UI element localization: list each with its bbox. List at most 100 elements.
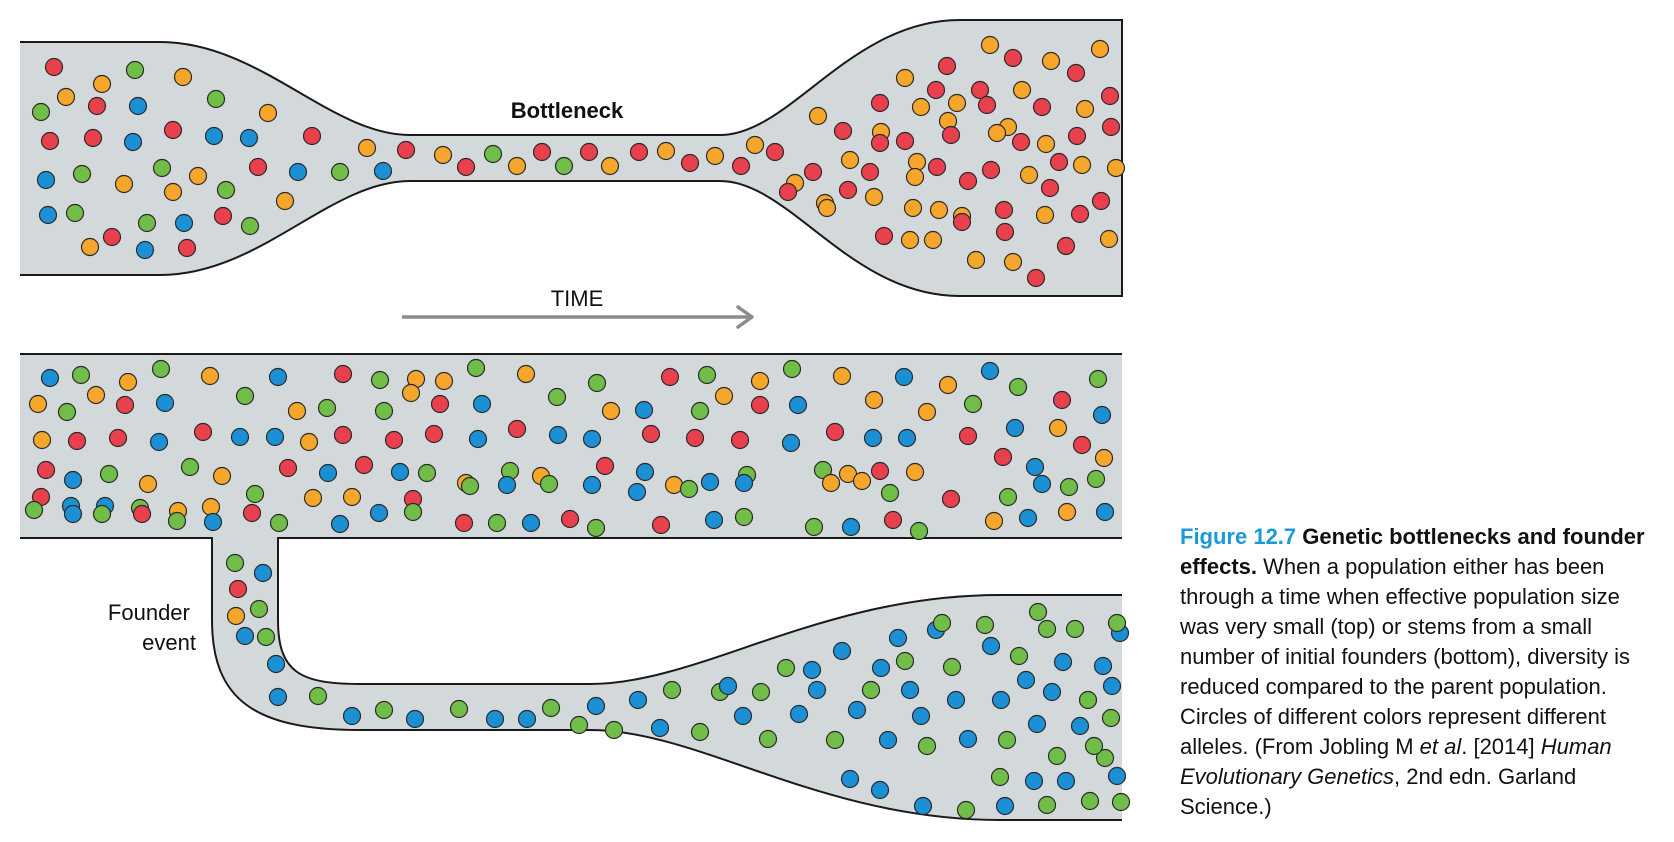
allele-dot bbox=[269, 513, 289, 533]
allele-dot bbox=[213, 206, 233, 226]
allele-dot bbox=[895, 651, 915, 671]
allele-dot bbox=[781, 433, 801, 453]
allele-dot bbox=[138, 474, 158, 494]
allele-dot bbox=[369, 503, 389, 523]
allele-dot bbox=[664, 475, 684, 495]
allele-dot bbox=[163, 182, 183, 202]
allele-dot bbox=[1072, 435, 1092, 455]
allele-dot bbox=[87, 96, 107, 116]
allele-dot bbox=[118, 372, 138, 392]
allele-dot bbox=[226, 606, 246, 626]
figure-number: Figure 12.7 bbox=[1180, 524, 1297, 549]
allele-dot bbox=[235, 386, 255, 406]
allele-dot bbox=[656, 141, 676, 161]
allele-dot bbox=[63, 504, 83, 524]
allele-dot bbox=[80, 237, 100, 257]
allele-dot bbox=[330, 162, 350, 182]
allele-dot bbox=[1042, 682, 1062, 702]
allele-dot bbox=[745, 135, 765, 155]
allele-dot bbox=[92, 74, 112, 94]
allele-dot bbox=[913, 796, 933, 816]
allele-dot bbox=[1027, 714, 1047, 734]
allele-dot bbox=[650, 718, 670, 738]
allele-dot bbox=[946, 690, 966, 710]
allele-dot bbox=[193, 422, 213, 442]
allele-dot bbox=[149, 432, 169, 452]
allele-dot bbox=[1090, 39, 1110, 59]
allele-dot bbox=[541, 698, 561, 718]
allele-dot bbox=[342, 487, 362, 507]
founder-event-label-line1: Founder bbox=[108, 600, 190, 625]
allele-dot bbox=[825, 422, 845, 442]
allele-dot bbox=[888, 628, 908, 648]
allele-dot bbox=[560, 509, 580, 529]
allele-dot bbox=[975, 615, 995, 635]
allele-dot bbox=[977, 95, 997, 115]
caption-body-3: , 2nd edn. Garland Science.) bbox=[1180, 764, 1577, 819]
allele-dot bbox=[981, 160, 1001, 180]
allele-dot bbox=[235, 626, 255, 646]
allele-dot bbox=[1100, 86, 1120, 106]
allele-dot bbox=[242, 503, 262, 523]
allele-dot bbox=[628, 690, 648, 710]
allele-dot bbox=[897, 428, 917, 448]
allele-dot bbox=[1024, 771, 1044, 791]
allele-dot bbox=[802, 660, 822, 680]
allele-dot bbox=[679, 479, 699, 499]
allele-dot bbox=[840, 769, 860, 789]
bottleneck-population-tube bbox=[20, 19, 1123, 297]
allele-dot bbox=[333, 425, 353, 445]
allele-dot bbox=[287, 401, 307, 421]
allele-dot bbox=[995, 222, 1015, 242]
allele-dot bbox=[1080, 791, 1100, 811]
allele-dot bbox=[373, 161, 393, 181]
allele-dot bbox=[1008, 377, 1028, 397]
allele-dot bbox=[956, 800, 976, 820]
allele-dot bbox=[569, 715, 589, 735]
allele-dot bbox=[56, 87, 76, 107]
allele-dot bbox=[1095, 502, 1115, 522]
allele-dot bbox=[690, 722, 710, 742]
allele-dot bbox=[995, 796, 1015, 816]
allele-dot bbox=[1026, 268, 1046, 288]
allele-dot bbox=[1040, 178, 1060, 198]
allele-dot bbox=[1036, 134, 1056, 154]
allele-dot bbox=[390, 462, 410, 482]
allele-dot bbox=[1018, 508, 1038, 528]
allele-dot bbox=[151, 359, 171, 379]
allele-dot bbox=[789, 704, 809, 724]
allele-dot bbox=[929, 200, 949, 220]
allele-dot bbox=[997, 730, 1017, 750]
allele-dot bbox=[108, 428, 128, 448]
allele-dot bbox=[734, 473, 754, 493]
allele-dot bbox=[466, 358, 486, 378]
allele-dot bbox=[909, 521, 929, 541]
allele-dot bbox=[832, 366, 852, 386]
allele-dot bbox=[660, 367, 680, 387]
allele-dot bbox=[861, 680, 881, 700]
allele-dot bbox=[253, 563, 273, 583]
allele-dot bbox=[125, 60, 145, 80]
allele-dot bbox=[1035, 205, 1055, 225]
allele-dot bbox=[778, 182, 798, 202]
allele-dot bbox=[177, 238, 197, 258]
allele-dot bbox=[807, 680, 827, 700]
allele-dot bbox=[123, 132, 143, 152]
allele-dot bbox=[1111, 792, 1131, 812]
allele-dot bbox=[206, 89, 226, 109]
allele-dot bbox=[468, 429, 488, 449]
allele-dot bbox=[821, 473, 841, 493]
allele-dot bbox=[32, 430, 52, 450]
caption-body-2: . [2014] bbox=[1461, 734, 1541, 759]
allele-dot bbox=[700, 472, 720, 492]
allele-dot bbox=[1032, 474, 1052, 494]
founder-event-label: Founder event bbox=[108, 600, 196, 655]
allele-dot bbox=[905, 167, 925, 187]
allele-dot bbox=[852, 471, 872, 491]
allele-dot bbox=[38, 205, 58, 225]
allele-dot bbox=[895, 68, 915, 88]
allele-dot bbox=[71, 365, 91, 385]
allele-dot bbox=[833, 121, 853, 141]
allele-dot bbox=[841, 517, 861, 537]
